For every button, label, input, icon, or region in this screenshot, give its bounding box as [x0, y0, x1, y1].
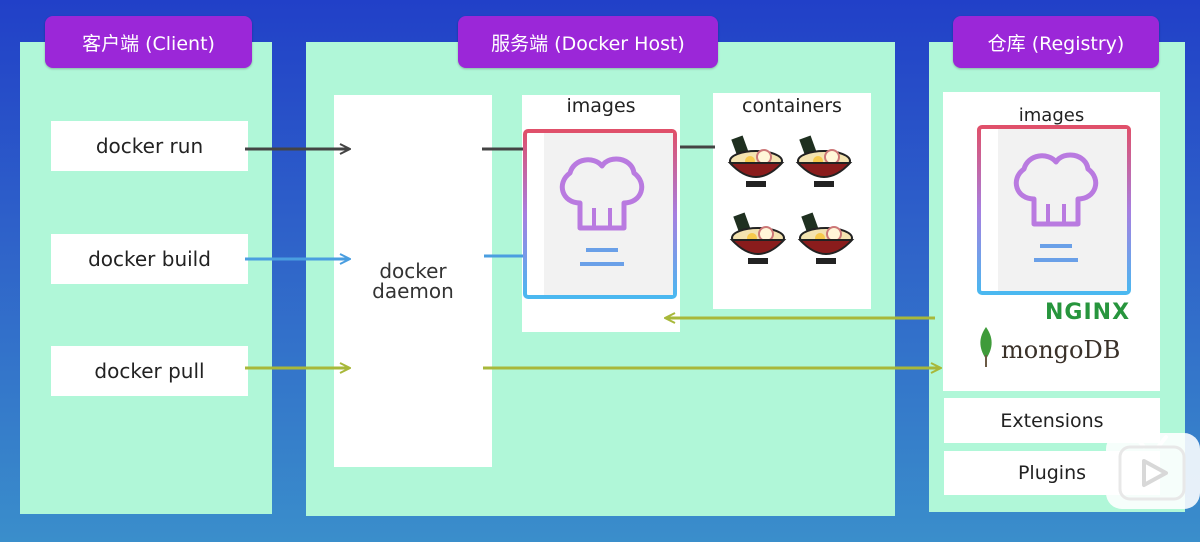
mongodb-logo-text: mongoDB	[1001, 336, 1121, 364]
containers-card: containers	[713, 93, 871, 309]
docker-daemon-box: docker daemon	[334, 95, 492, 467]
host-images-label: images	[566, 95, 636, 117]
docker-build-command: docker build	[51, 234, 248, 284]
ramen-bowl-icon	[729, 212, 787, 264]
recipe-book-icon	[977, 125, 1131, 295]
nginx-logo: NGINX	[1045, 300, 1131, 325]
recipe-book-icon	[523, 129, 677, 299]
ramen-bowl-icon	[797, 212, 855, 264]
containers-label: containers	[742, 95, 842, 117]
docker-pull-command: docker pull	[51, 346, 248, 396]
registry-header: 仓库 (Registry)	[953, 16, 1159, 68]
docker-host-header: 服务端 (Docker Host)	[458, 16, 718, 68]
registry-images-label: images	[1018, 105, 1085, 126]
mongodb-leaf-icon	[980, 327, 992, 367]
play-button-icon[interactable]	[1106, 433, 1200, 509]
docker-daemon-label: docker daemon	[372, 259, 454, 303]
docker-run-command: docker run	[51, 121, 248, 171]
ramen-bowl-icon	[795, 135, 853, 187]
ramen-bowl-icon	[727, 135, 785, 187]
client-header: 客户端 (Client)	[45, 16, 252, 68]
